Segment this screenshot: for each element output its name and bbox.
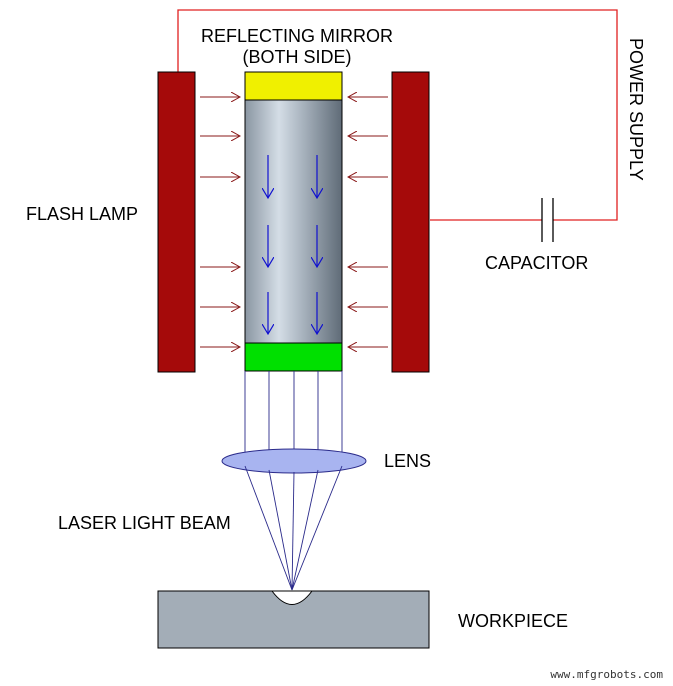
flash-lamp-right	[391, 71, 430, 373]
watermark: www.mfgrobots.com	[550, 668, 663, 681]
power-supply-circuit	[177, 9, 618, 242]
lens	[221, 448, 367, 474]
rod-beam-arrows	[268, 155, 317, 334]
lens-label: LENS	[384, 451, 431, 471]
beam-label: LASER LIGHT BEAM	[58, 513, 231, 533]
flash-lamp-left	[157, 71, 196, 373]
capacitor-label: CAPACITOR	[485, 253, 588, 273]
lamp-light-arrows-right	[348, 97, 388, 347]
parallel-beam	[244, 371, 343, 455]
power-supply-label: POWER SUPPLY	[626, 38, 646, 181]
workpiece-label: WORKPIECE	[458, 611, 568, 631]
reflecting-mirror-bottom	[244, 342, 343, 372]
reflecting-mirror-top	[244, 71, 343, 101]
flash-lamp-label: FLASH LAMP	[26, 204, 138, 224]
mirror-label-line1: REFLECTING MIRROR	[201, 26, 393, 46]
workpiece-cut	[271, 590, 313, 605]
lamp-light-arrows-left	[200, 97, 240, 347]
wire-top	[177, 9, 618, 221]
laser-rod	[244, 99, 343, 344]
converging-beam	[244, 465, 343, 591]
mirror-label-line2: (BOTH SIDE)	[242, 47, 351, 67]
